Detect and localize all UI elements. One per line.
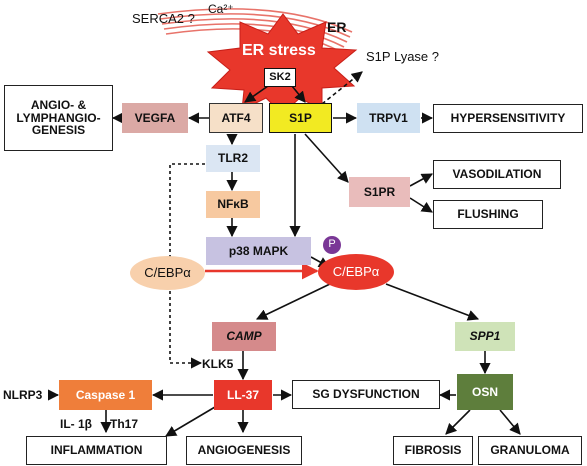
arrow-s1pr-vaso xyxy=(409,173,433,187)
klk5-label: KLK5 xyxy=(202,357,234,371)
p38-mapk-node: p38 MAPK xyxy=(206,237,311,265)
inflammation-box: INFLAMMATION xyxy=(26,436,167,465)
angio-line-2: LYMPHANGIO- xyxy=(16,110,101,125)
sk2-box: SK2 xyxy=(264,68,296,87)
arrow-osn-granuloma xyxy=(499,409,521,435)
arrow-s1pr-flush xyxy=(409,197,433,213)
arrow-s1p-s1pr xyxy=(304,133,349,183)
vasodilation-box: VASODILATION xyxy=(433,160,561,189)
th17-label: Th17 xyxy=(110,417,139,431)
er-label: ER xyxy=(327,19,347,35)
tlr2-node: TLR2 xyxy=(206,145,260,172)
fibrosis-box: FIBROSIS xyxy=(393,436,473,465)
serca2-label: SERCA2 ? xyxy=(132,11,195,26)
vegfa-node: VEGFA xyxy=(122,103,188,133)
osn-node: OSN xyxy=(457,374,513,410)
arrow-cebpa-spp1 xyxy=(385,283,480,321)
arrow-sk2-atf4 xyxy=(244,85,269,103)
cebpa-node: C/EBPα xyxy=(130,256,205,290)
granuloma-box: GRANULOMA xyxy=(478,436,582,465)
arrow-s1p-lyase xyxy=(321,71,363,105)
s1p-node: S1P xyxy=(269,103,332,133)
cebpa-phospho-node: C/EBPα xyxy=(318,254,394,290)
ll37-node: LL-37 xyxy=(214,380,272,410)
atf4-node: ATF4 xyxy=(209,103,263,133)
nfkb-node: NFκB xyxy=(206,191,260,218)
hypersensitivity-box: HYPERSENSITIVITY xyxy=(433,104,583,133)
flushing-box: FLUSHING xyxy=(433,200,543,229)
angiogenesis-box: ANGIOGENESIS xyxy=(186,436,302,465)
angiogenesis-outcome-box: ANGIO- & LYMPHANGIO- GENESIS xyxy=(4,85,113,151)
calcium-label: Ca²⁺ xyxy=(208,2,234,16)
phosphate-badge: P xyxy=(323,236,341,254)
spp1-node: SPP1 xyxy=(455,322,515,351)
nlrp3-label: NLRP3 xyxy=(3,388,43,402)
arrow-sk2-s1p xyxy=(291,85,306,103)
er-membrane xyxy=(157,8,353,53)
arrow-cebpa-camp xyxy=(255,283,331,320)
trpv1-node: TRPV1 xyxy=(357,103,420,133)
arrow-ll37-inflammation xyxy=(165,406,216,437)
angio-line-3: GENESIS xyxy=(31,123,86,138)
angio-line-1: ANGIO- & xyxy=(30,98,87,113)
er-stress-label: ER stress xyxy=(242,42,316,59)
arrow-osn-fibrosis xyxy=(445,409,471,435)
s1pr-node: S1PR xyxy=(349,177,410,207)
il1b-label: IL- 1β xyxy=(60,417,92,431)
caspase1-node: Caspase 1 xyxy=(59,380,152,410)
camp-node: CAMP xyxy=(212,322,276,351)
s1p-lyase-label: S1P Lyase ? xyxy=(366,49,439,64)
sg-dysfunction-box: SG DYSFUNCTION xyxy=(292,380,440,409)
